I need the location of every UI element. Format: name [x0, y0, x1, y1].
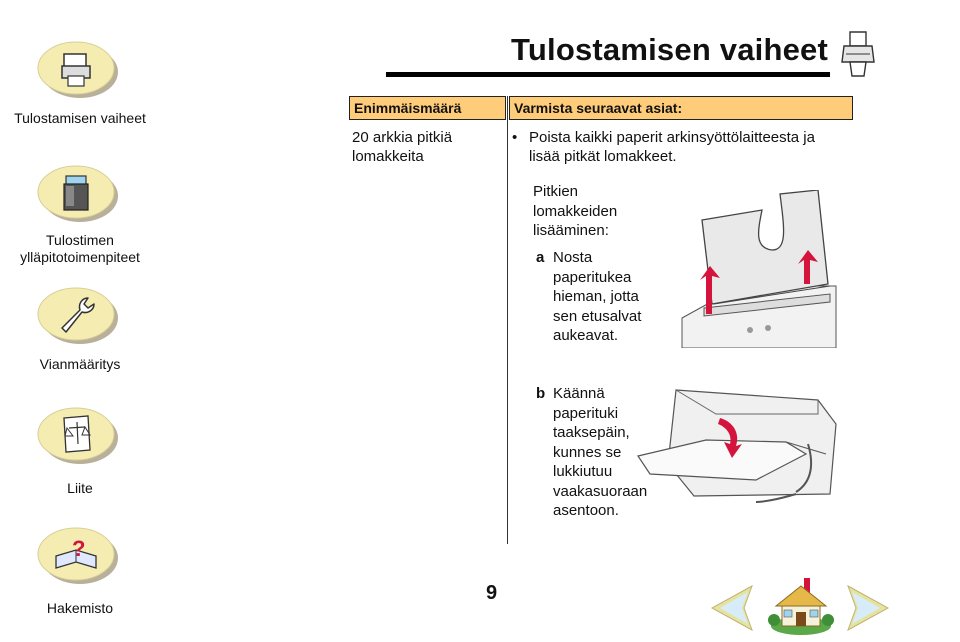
- forward-arrow-icon[interactable]: [846, 582, 892, 632]
- ink-cartridge-icon: [37, 165, 118, 222]
- step-letter: a: [536, 249, 545, 266]
- step-text: Nosta paperitukea hieman, jotta sen etus…: [553, 249, 642, 344]
- back-arrow-icon[interactable]: [708, 582, 754, 632]
- svg-text:?: ?: [72, 536, 85, 561]
- step-text: Käännä paperituki taaksepäin, kunnes se …: [553, 385, 648, 519]
- nav-item-appendix[interactable]: Liite: [0, 402, 160, 498]
- printer-icon: [841, 31, 875, 77]
- nav-label: Tulostamisen vaiheet: [14, 110, 146, 126]
- page-number: 9: [486, 582, 498, 604]
- column-divider: [507, 96, 508, 544]
- paper-support-raise-illustration: [681, 190, 837, 348]
- check-bullet-item: Poista kaikki paperit arkinsyöttölaittee…: [512, 128, 842, 166]
- table-header-max-capacity: Enimmäismäärä: [349, 96, 506, 120]
- table-header-check-items: Varmista seuraavat asiat:: [509, 96, 853, 120]
- step-a: a Nosta paperitukea hieman, jotta sen et…: [536, 248, 646, 346]
- page-title: Tulostamisen vaiheet: [511, 32, 828, 67]
- nav-item-maintenance[interactable]: Tulostimen ylläpitotoimenpiteet: [0, 160, 160, 270]
- nav-label: Hakemisto: [46, 600, 114, 616]
- nav-label: Vianmääritys: [39, 356, 121, 372]
- title-divider: [386, 72, 830, 77]
- nav-item-troubleshooting[interactable]: Vianmääritys: [0, 282, 160, 378]
- book-question-icon: ?: [37, 527, 118, 584]
- step-b: b Käännä paperituki taaksepäin, kunnes s…: [536, 384, 648, 521]
- paper-support-fold-illustration: [637, 389, 837, 503]
- sub-heading: Pitkien lomakkeiden lisääminen:: [533, 183, 618, 239]
- nav-label: Tulostimen ylläpitotoimenpiteet: [20, 232, 140, 265]
- step-letter: b: [536, 385, 546, 402]
- nav-item-printing-steps[interactable]: Tulostamisen vaiheet: [0, 36, 160, 136]
- nav-item-index[interactable]: ? Hakemisto: [0, 522, 160, 618]
- scroll-scales-icon: [37, 407, 118, 464]
- nav-label: Liite: [67, 480, 93, 496]
- wrench-icon: [37, 287, 118, 344]
- max-capacity-value: 20 arkkia pitkiä lomakkeita: [352, 129, 453, 165]
- printer-icon: [37, 41, 118, 98]
- home-icon[interactable]: [768, 576, 834, 636]
